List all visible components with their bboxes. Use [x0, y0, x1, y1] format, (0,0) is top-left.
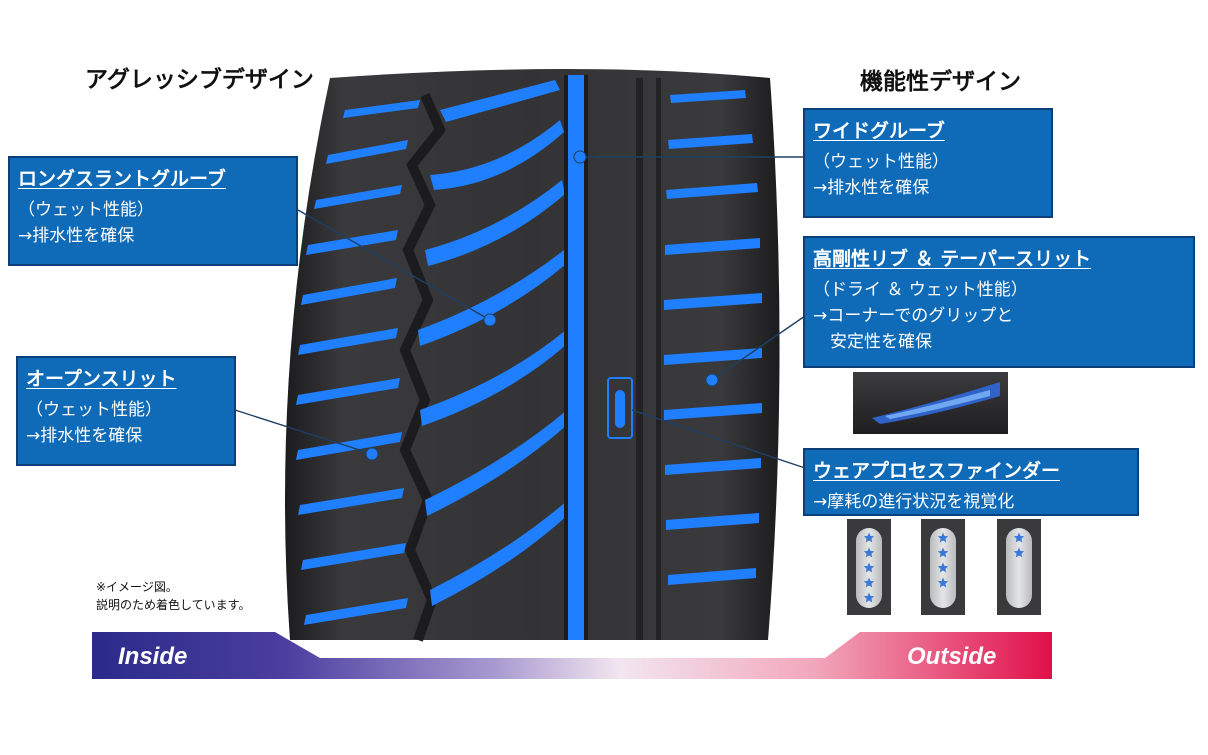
callout-long-slant-groove: ロングスラントグルーブ （ウェット性能） →排水性を確保 — [8, 156, 298, 266]
tire-body — [285, 69, 780, 640]
wide-groove — [568, 75, 584, 640]
callout-title: ワイドグルーブ — [813, 120, 945, 142]
wear-star-icon — [863, 577, 875, 588]
zigzag-groove — [399, 93, 446, 642]
callout-rib-taper-slit: 高剛性リブ ＆ テーパースリット （ドライ ＆ ウェット性能） →コーナーでのグ… — [803, 236, 1195, 368]
wear-star-icon — [863, 547, 875, 558]
callout-line: →排水性を確保 — [18, 226, 135, 246]
taper-slits — [664, 90, 762, 585]
marker-wide-groove — [573, 150, 587, 164]
wear-star-icon — [937, 532, 949, 543]
callout-line: 安定性を確保 — [813, 332, 932, 352]
callout-wide-groove: ワイドグルーブ （ウェット性能） →排水性を確保 — [803, 108, 1053, 218]
callout-title: ロングスラントグルーブ — [18, 168, 226, 190]
marker-open-slit — [365, 447, 379, 461]
wear-finder-samples — [847, 519, 1041, 615]
inside-outside-band — [92, 632, 1052, 679]
wear-star-icon — [937, 577, 949, 588]
callout-line: →コーナーでのグリップと — [813, 306, 1014, 326]
note-line: ※イメージ図。 — [96, 580, 178, 594]
long-slant-grooves — [418, 80, 569, 606]
callout-open-slit: オープンスリット （ウェット性能） →排水性を確保 — [16, 356, 236, 466]
inside-label: Inside — [118, 643, 188, 670]
wear-star-icon — [937, 562, 949, 573]
open-slits — [296, 100, 420, 625]
callout-line: →摩耗の進行状況を視覚化 — [813, 492, 1015, 512]
outside-label: Outside — [907, 643, 997, 670]
wear-indicator-mark — [607, 377, 633, 439]
callout-title: オープンスリット — [26, 368, 177, 390]
wear-star-icon — [863, 532, 875, 543]
callout-line: →排水性を確保 — [813, 178, 930, 198]
wear-star-icon — [863, 562, 875, 573]
callout-line: →排水性を確保 — [26, 426, 143, 446]
aggressive-design-heading: アグレッシブデザイン — [85, 67, 314, 93]
callout-line: （ウェット性能） — [26, 400, 162, 420]
callout-line: （ウェット性能） — [18, 200, 154, 220]
callout-line: （ウェット性能） — [813, 152, 949, 172]
callout-title: ウェアプロセスファインダー — [813, 460, 1061, 482]
wear-star-icon — [937, 547, 949, 558]
callout-line: （ドライ ＆ ウェット性能） — [813, 280, 1028, 300]
wear-star-icon — [1013, 532, 1025, 543]
functional-design-heading: 機能性デザイン — [860, 69, 1021, 95]
wear-star-icon — [863, 592, 875, 603]
callout-title: 高剛性リブ ＆ テーパースリット — [813, 248, 1092, 270]
note-line: 説明のため着色しています。 — [96, 598, 251, 612]
marker-rib-slit — [705, 373, 719, 387]
image-note: ※イメージ図。 説明のため着色しています。 — [96, 578, 250, 614]
callout-wear-process-finder: ウェアプロセスファインダー →摩耗の進行状況を視覚化 — [803, 448, 1139, 516]
leader-lines — [234, 156, 806, 469]
wear-star-icon — [1013, 547, 1025, 558]
marker-long-slant — [483, 313, 497, 327]
